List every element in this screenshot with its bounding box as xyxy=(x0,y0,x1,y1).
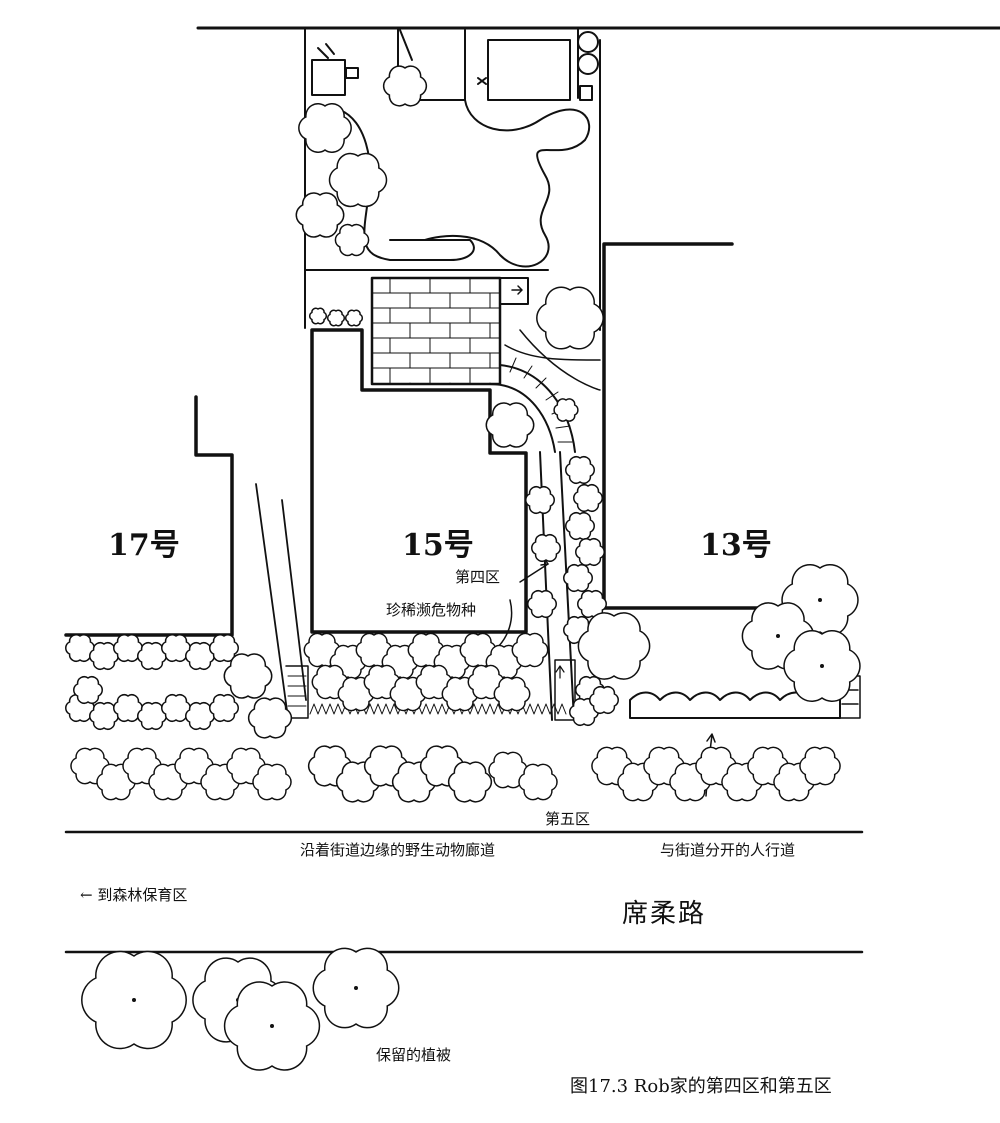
retained-tree-center xyxy=(354,986,358,990)
zone-4-plant xyxy=(575,538,605,566)
corridor-plant xyxy=(518,763,558,801)
front-shrub-13 xyxy=(589,686,619,714)
front-shrub-13 xyxy=(577,612,651,680)
zone-4-plant xyxy=(577,590,607,618)
house-17-outline xyxy=(64,395,234,637)
backyard-tree xyxy=(382,65,428,107)
backyard-boundary xyxy=(304,27,601,331)
backyard-shrub xyxy=(308,307,328,325)
house-17-label: 17号 xyxy=(108,528,180,563)
front-shrub-17 xyxy=(161,634,191,662)
front-shrub-17 xyxy=(113,634,143,662)
zone-4-plant xyxy=(573,484,603,512)
zone-4-plant xyxy=(527,590,557,618)
front-shrub-17 xyxy=(161,694,191,722)
front-shrub-17 xyxy=(113,694,143,722)
front-shrub-17 xyxy=(73,676,103,704)
retained-tree-center xyxy=(132,998,136,1002)
front-shrub-15 xyxy=(493,676,531,712)
backyard-tree xyxy=(298,103,352,153)
garden-path xyxy=(424,99,591,268)
front-shrub-17 xyxy=(209,634,239,662)
zone-4-plant xyxy=(565,456,595,484)
corridor-plant xyxy=(488,751,528,789)
sidewalk-label: 与街道分开的人行道 xyxy=(660,841,796,859)
backyard-tree xyxy=(334,223,370,257)
house-15-outline xyxy=(310,328,528,634)
corridor-plant xyxy=(447,761,493,803)
zone-4-label: 第四区 xyxy=(455,568,501,586)
zone-5-label: 第五区 xyxy=(545,810,591,828)
corridor-plant xyxy=(799,746,841,786)
figure-caption: 图17.3 Rob家的第四区和第五区 xyxy=(570,1076,832,1097)
driveway xyxy=(255,483,309,719)
street-tree-13-center xyxy=(776,634,780,638)
corridor-plant xyxy=(252,763,292,801)
front-shrub-17 xyxy=(223,653,273,699)
front-shrub-17 xyxy=(209,694,239,722)
retained-tree-center xyxy=(270,1024,274,1028)
backyard-tree xyxy=(553,398,579,422)
brick-patio xyxy=(370,276,529,386)
backyard-tree xyxy=(485,402,535,448)
zone-4-plant xyxy=(563,564,593,592)
to-forest-label: ← 到森林保育区 xyxy=(80,886,188,904)
back-buildings xyxy=(311,27,599,101)
backyard-tree xyxy=(328,152,388,208)
house-13-label: 13号 xyxy=(700,528,772,563)
zone-4-plant xyxy=(565,512,595,540)
street-tree-13-center xyxy=(818,598,822,602)
zone-4-plant xyxy=(531,534,561,562)
backyard-tree xyxy=(295,192,345,238)
zone-4-note-label: 珍稀濒危物种 xyxy=(386,601,477,619)
front-shrub-15 xyxy=(511,632,549,668)
wildlife-corridor-label: 沿着街道边缘的野生动物廊道 xyxy=(300,841,496,859)
road-name-label: 席柔路 xyxy=(622,899,707,929)
house-13-outline xyxy=(602,242,762,610)
zone-4-plant xyxy=(525,486,555,514)
street-tree-13-center xyxy=(820,664,824,668)
plant-markers xyxy=(65,65,861,1071)
retained-vegetation-label: 保留的植被 xyxy=(376,1046,452,1064)
backyard-shrub xyxy=(326,309,346,327)
house-15-label: 15号 xyxy=(402,528,474,563)
curved-brick-walk xyxy=(489,329,601,453)
front-shrub-17 xyxy=(247,697,293,739)
front-shrub-17 xyxy=(65,634,95,662)
backyard-tree xyxy=(536,286,604,350)
backyard-shrub xyxy=(344,309,364,327)
